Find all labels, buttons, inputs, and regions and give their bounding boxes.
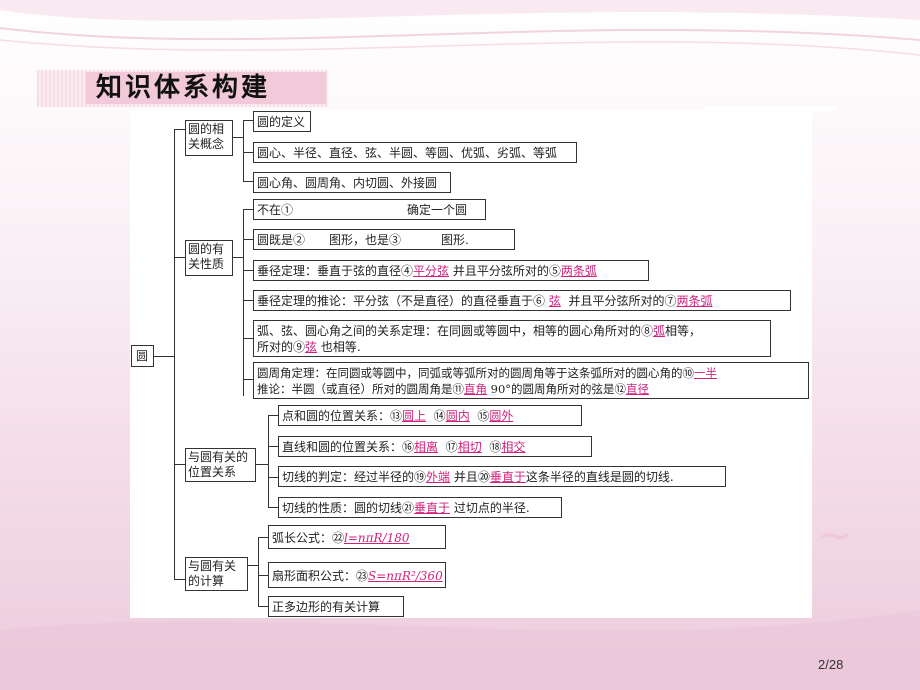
prop-b4 xyxy=(243,300,253,301)
answer-11: 直角 xyxy=(464,382,487,396)
concept-trunk xyxy=(243,120,244,182)
position-stub xyxy=(256,464,269,465)
concept-b1 xyxy=(243,120,253,121)
answer-13: 圆上 xyxy=(402,409,427,423)
branch-4 xyxy=(174,579,186,580)
property-stub xyxy=(233,257,244,258)
concept-stub xyxy=(233,137,244,138)
title-highlight xyxy=(86,72,326,104)
prop-b6 xyxy=(243,379,253,380)
pos-b2 xyxy=(268,446,278,447)
category-concepts: 圆的相 关概念 xyxy=(185,120,233,156)
answer-4: 平分弦 xyxy=(413,264,450,278)
pos-b4 xyxy=(268,507,278,508)
concept-definition: 圆的定义 xyxy=(253,111,311,132)
answer-18: 相交 xyxy=(501,440,526,454)
property-three-points: 不在① 确定一个圆 xyxy=(253,199,486,220)
property-inscribed-angle: 圆周角定理：在同圆或等圆中，同弧或等弧所对的圆周角等于这条弧所对的圆心角的⑩一半… xyxy=(253,362,809,399)
answer-23: S=nπR²/360 xyxy=(368,569,443,583)
calc-trunk xyxy=(258,537,259,607)
calc-b2 xyxy=(258,575,268,576)
answer-6: 弦 xyxy=(548,294,561,308)
root-connector xyxy=(153,356,175,357)
branch-3 xyxy=(174,464,186,465)
answer-20: 垂直于 xyxy=(489,470,526,484)
answer-9: 弦 xyxy=(305,340,318,354)
concept-b3 xyxy=(243,181,253,182)
category-properties: 圆的有 关性质 xyxy=(185,240,233,276)
calc-sector-area: 扇形面积公式：㉓S=nπR²/360 xyxy=(268,562,446,588)
position-point-circle: 点和圆的位置关系：⑬圆上 ⑭圆内 ⑮圆外 xyxy=(278,405,582,426)
position-line-circle: 直线和圆的位置关系：⑯相离 ⑰相切 ⑱相交 xyxy=(278,436,592,457)
property-symmetry: 圆既是② 图形，也是③ 图形. xyxy=(253,229,515,250)
prop-b1 xyxy=(243,209,253,210)
prop-b5 xyxy=(243,338,253,339)
calc-stub xyxy=(248,565,259,566)
answer-16: 相离 xyxy=(414,440,439,454)
answer-19: 外端 xyxy=(426,470,451,484)
answer-14: 圆内 xyxy=(445,409,470,423)
root-node: 圆 xyxy=(131,345,154,367)
pos-b1 xyxy=(268,415,278,416)
answer-7: 两条弧 xyxy=(676,294,713,308)
page-number: 2/28 xyxy=(818,657,844,672)
branch-2 xyxy=(174,257,186,258)
position-tangent-criterion: 切线的判定：经过半径的⑲外端 并且⑳垂直于这条半径的直线是圆的切线. xyxy=(278,466,726,487)
category-positions: 与圆有关的 位置关系 xyxy=(185,448,256,482)
position-tangent-property: 切线的性质：圆的切线㉑垂直于 过切点的半径. xyxy=(278,497,562,518)
decorative-brush-mark: ~ xyxy=(816,510,853,561)
answer-mask xyxy=(401,232,442,248)
concept-angles: 圆心角、圆周角、内切圆、外接圆 xyxy=(253,172,451,193)
property-perpendicular-diameter: 垂径定理：垂直于弦的直径④平分弦 并且平分弦所对的⑤两条弧 xyxy=(253,260,649,281)
calc-arc-length: 弧长公式：㉒l=nπR/180 xyxy=(268,525,446,549)
prop-b2 xyxy=(243,239,253,240)
pos-b3 xyxy=(268,477,278,478)
answer-10: 一半 xyxy=(694,366,717,380)
branch-1 xyxy=(174,129,186,130)
answer-17: 相切 xyxy=(457,440,482,454)
panel-top-strip xyxy=(705,106,836,111)
answer-mask xyxy=(293,202,408,218)
answer-22: l=nπR/180 xyxy=(344,531,410,545)
answer-5: 两条弧 xyxy=(560,264,597,278)
property-arc-chord-angle: 弧、弦、圆心角之间的关系定理：在同圆或等圆中，相等的圆心角所对的⑧弧相等，所对的… xyxy=(253,320,771,357)
property-trunk xyxy=(243,209,244,396)
root-label: 圆 xyxy=(136,349,149,363)
page-title: 知识体系构建 xyxy=(96,73,271,103)
position-trunk xyxy=(268,415,269,507)
answer-15: 圆外 xyxy=(489,409,514,423)
answer-mask xyxy=(305,232,330,248)
prop-b3 xyxy=(243,270,253,271)
answer-21: 垂直于 xyxy=(414,501,451,515)
concept-terms: 圆心、半径、直径、弦、半圆、等圆、优弧、劣弧、等弧 xyxy=(253,142,577,163)
calc-regular-polygon: 正多边形的有关计算 xyxy=(268,596,404,617)
calc-b3 xyxy=(258,606,268,607)
concept-b2 xyxy=(243,152,253,153)
category-calculations: 与圆有关 的计算 xyxy=(185,557,248,591)
main-trunk xyxy=(174,129,175,579)
calc-b1 xyxy=(258,537,268,538)
answer-12: 直径 xyxy=(626,382,650,396)
property-perpendicular-corollary: 垂径定理的推论：平分弦（不是直径）的直径垂直于⑥ 弦 并且平分弦所对的⑦两条弧 xyxy=(253,290,791,311)
answer-8: 弧 xyxy=(653,324,666,338)
